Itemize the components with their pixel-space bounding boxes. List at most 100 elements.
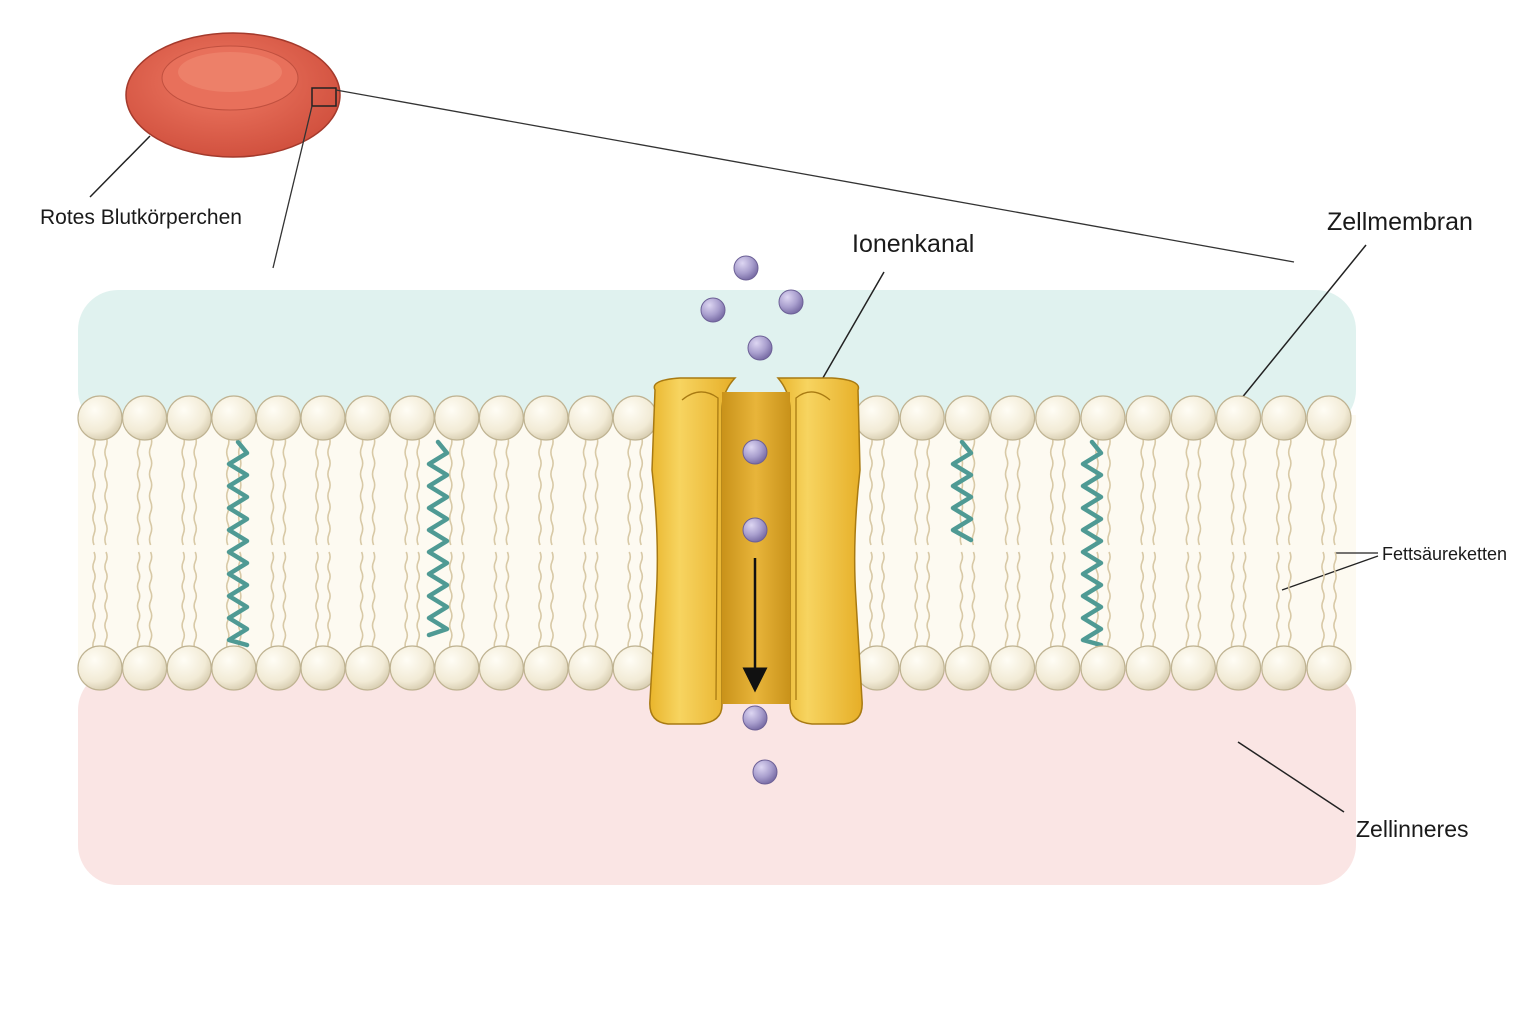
lipid-tail <box>1287 551 1292 651</box>
lipid-tail <box>92 551 96 651</box>
leader-cell-interior <box>1237 741 1345 813</box>
lipid-tail <box>315 551 319 651</box>
phospholipid-head <box>1170 645 1217 691</box>
lipid-tail <box>1107 435 1111 546</box>
lipid-tail <box>1242 435 1247 546</box>
phospholipid-head <box>77 395 123 441</box>
ions <box>700 255 804 785</box>
phospholipid-head <box>1125 645 1171 691</box>
lipid-tail <box>1333 435 1337 546</box>
lipid-tail <box>460 435 465 546</box>
lipid-tail <box>1321 551 1325 651</box>
phospholipid-head <box>989 395 1036 441</box>
phospholipid-head <box>389 645 435 691</box>
phospholipid-head <box>899 645 945 691</box>
unsaturated-tails <box>226 439 1104 648</box>
unsaturated-tail <box>1080 439 1104 648</box>
lipid-tails <box>92 435 1337 651</box>
lipid-tail <box>1242 551 1247 651</box>
lipid-tail <box>136 551 141 651</box>
phospholipid-head <box>122 395 168 441</box>
phospholipid-head <box>612 395 658 441</box>
label-cell-interior: Zellinneres <box>1356 816 1469 842</box>
phospholipid-head <box>899 395 945 441</box>
phospholipid-head <box>944 645 991 691</box>
ion <box>778 289 804 315</box>
unsaturated-tail <box>426 439 450 638</box>
phospholipid-head <box>1080 395 1126 441</box>
lipid-tail <box>959 551 964 651</box>
phospholipid-head <box>211 645 257 691</box>
lipid-tail <box>1197 435 1202 546</box>
phospholipid-head <box>1215 395 1262 441</box>
leader-ion-channel <box>819 271 885 384</box>
phospholipid-head <box>434 645 480 691</box>
label-ion-channel: Ionenkanal <box>852 230 975 258</box>
lipid-tail <box>416 551 421 651</box>
unsaturated-tail-group <box>426 439 450 638</box>
phospholipid-head <box>345 645 391 691</box>
lipid-tail <box>359 551 364 651</box>
ion <box>700 297 726 323</box>
lipid-tail <box>493 435 498 546</box>
lipid-tail <box>639 551 644 651</box>
ion <box>742 705 768 731</box>
lipid-tail <box>594 435 599 546</box>
phospholipid-head <box>1261 645 1307 691</box>
lipid-tail <box>148 551 153 651</box>
lipid-tail <box>104 435 108 546</box>
lipid-tail <box>505 435 510 546</box>
lipid-tail <box>193 435 198 546</box>
lipid-tail <box>1333 551 1337 651</box>
lipid-tail <box>550 435 554 546</box>
lipid-tail <box>1061 435 1066 546</box>
red-blood-cell <box>125 32 341 158</box>
ion <box>752 759 778 785</box>
phospholipid-head <box>1306 395 1352 441</box>
unsaturated-tail-group <box>1080 439 1104 648</box>
phospholipid-head <box>166 395 212 441</box>
leader-membrane <box>1231 244 1367 411</box>
phospholipid-head <box>1125 395 1171 441</box>
lipid-tail <box>404 435 409 546</box>
lipid-tail <box>148 435 153 546</box>
leader-fatty-acid-2 <box>1281 555 1379 591</box>
phospholipid-head <box>77 645 123 691</box>
zoom-box <box>311 87 337 107</box>
lipid-tail <box>270 551 275 651</box>
phospholipid-head <box>122 645 168 691</box>
phospholipid-heads-outer <box>77 395 1352 441</box>
lipid-tail <box>404 551 409 651</box>
lipid-tail <box>460 551 465 651</box>
lipid-tail <box>136 435 141 546</box>
lipid-tail <box>582 435 587 546</box>
zoom-line-right <box>335 89 1295 263</box>
lipid-tail <box>181 435 186 546</box>
unsaturated-tail-group <box>226 439 250 648</box>
ion <box>742 439 768 465</box>
lipid-tail <box>1197 551 1202 651</box>
lipid-tail <box>359 435 364 546</box>
phospholipid-head <box>523 645 569 691</box>
phospholipid-head <box>1080 645 1126 691</box>
lipid-tail <box>448 551 453 651</box>
lipid-tail <box>1004 435 1009 546</box>
lipid-tail <box>538 435 542 546</box>
lipid-tail <box>1185 551 1190 651</box>
phospholipid-head <box>1261 395 1307 441</box>
phospholipid-head <box>523 395 569 441</box>
lipid-tail <box>371 435 376 546</box>
phospholipid-head <box>434 395 480 441</box>
unsaturated-tail-group <box>950 439 974 543</box>
phospholipid-head <box>389 395 435 441</box>
ion <box>747 335 773 361</box>
lipid-tail <box>881 551 885 651</box>
lipid-tail <box>1107 551 1111 651</box>
phospholipid-heads-inner <box>77 645 1352 691</box>
lipid-tail <box>225 435 230 546</box>
phospholipid-head <box>255 395 301 441</box>
lipid-tail <box>550 551 554 651</box>
lipid-tail <box>505 551 510 651</box>
lipid-tail <box>1049 435 1054 546</box>
